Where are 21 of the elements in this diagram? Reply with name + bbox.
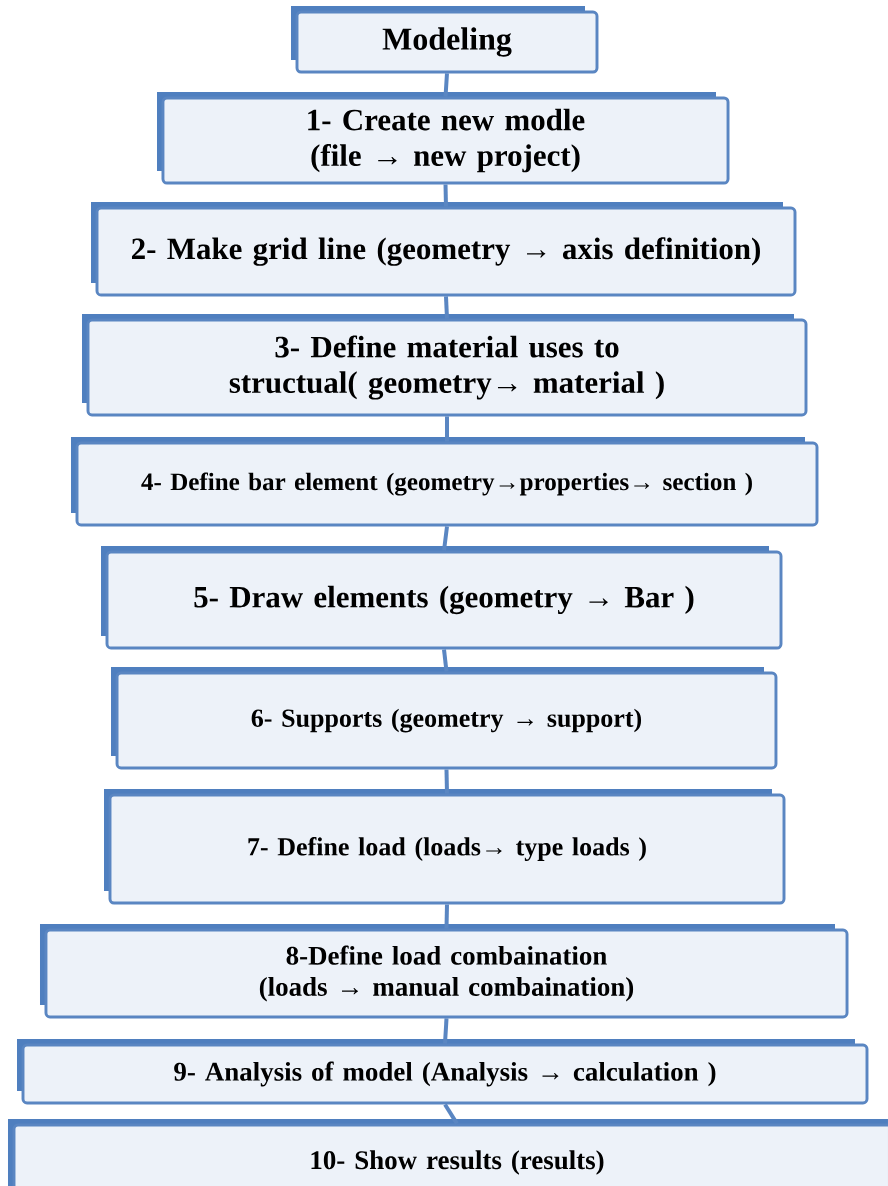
process-box: 6- Supports (geometry → support) (111, 667, 778, 770)
connector-line (442, 649, 449, 672)
connector-line (442, 526, 449, 551)
connector-line (444, 904, 449, 929)
connector-line (445, 416, 449, 442)
process-box: 5- Draw elements (geometry → Bar ) (101, 546, 783, 650)
connector-line (443, 184, 448, 207)
process-box: 8-Define load combaination (loads → manual combaination) (40, 924, 849, 1019)
process-box: 9- Analysis of model (Analysis → calculation ) (17, 1039, 869, 1105)
connector-line (443, 1018, 449, 1044)
process-box: 4- Define bar element (geometry→properties→ section ) (71, 437, 819, 527)
process-box: 7- Define load (loads→ type loads ) (104, 789, 786, 905)
connector-line (444, 296, 449, 319)
connector-line (444, 769, 449, 794)
process-box: 10- Show results (results) (8, 1119, 888, 1186)
connector-line (443, 1103, 459, 1125)
process-box: Modeling (291, 6, 599, 74)
process-box: 1- Create new modle (file → new project) (157, 92, 730, 185)
connector-line (443, 73, 449, 97)
process-box: 2- Make grid line (geometry → axis definition) (91, 202, 797, 297)
process-box: 3- Define material uses to structual( geometry→ material ) (82, 314, 808, 417)
